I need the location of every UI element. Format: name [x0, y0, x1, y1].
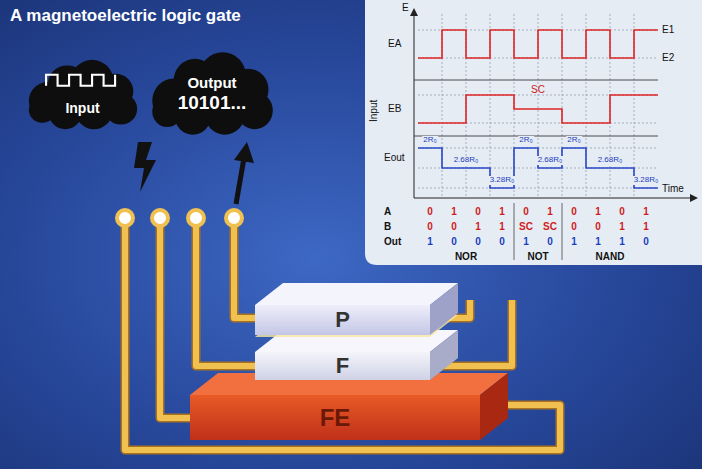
node-label: FE — [320, 404, 351, 432]
output-cloud: Output10101... — [148, 50, 276, 138]
wires — [125, 227, 560, 450]
chart-label: 1 — [619, 221, 625, 232]
chart-label: 1 — [451, 206, 457, 217]
cloud-shape — [152, 96, 182, 127]
timing-chart — [410, 8, 698, 260]
chart-label: NOR — [455, 251, 477, 262]
chart-label: 0 — [427, 221, 433, 232]
chart-stroke — [414, 198, 692, 199]
chart-label: 0 — [475, 206, 481, 217]
chart-stroke — [690, 194, 698, 202]
chart-label: 1 — [595, 206, 601, 217]
ferroelectric-slab — [190, 373, 508, 440]
chart-label: 2R₀ — [518, 136, 534, 145]
chart-panel — [365, 0, 702, 265]
chart-label: EB — [388, 103, 401, 114]
chart-label: E — [402, 2, 409, 13]
chart-label: NOT — [527, 251, 548, 262]
chart-label: 1 — [643, 221, 649, 232]
chart-label: 2R₀ — [422, 136, 438, 145]
chart-label: 1 — [523, 236, 529, 247]
chart-label: Time — [662, 183, 684, 194]
output-arrow — [234, 142, 254, 204]
layer-f: F — [255, 352, 430, 380]
chart-label: 1 — [475, 221, 481, 232]
chart-label: 0 — [547, 236, 553, 247]
chart-label: 0 — [595, 221, 601, 232]
cloud-shape — [60, 75, 106, 119]
terminals — [117, 210, 242, 226]
node-label: P — [335, 307, 350, 332]
chart-stroke — [418, 95, 658, 123]
chart-label: 3.28R₀ — [489, 176, 516, 185]
chart-label: 2.68R₀ — [453, 156, 480, 165]
chart-label: B — [384, 221, 391, 232]
ferromagnet-slab — [255, 330, 458, 380]
square-wave — [46, 75, 115, 86]
chart-label: 1 — [547, 206, 553, 217]
title: A magnetoelectric logic gate — [10, 6, 241, 26]
chart-stroke — [414, 80, 658, 81]
chart-label: A — [384, 206, 391, 217]
chart-label: E1 — [662, 24, 674, 35]
chart-label: SC — [543, 221, 557, 232]
chart-label: 0 — [451, 221, 457, 232]
node-label: Input — [65, 100, 99, 116]
chart-label: 1 — [619, 236, 625, 247]
chart-label: 1 — [643, 206, 649, 217]
chart-label: Input — [368, 100, 379, 122]
chart-label: Out — [384, 236, 401, 247]
chart-label: NAND — [596, 251, 625, 262]
chart-label: 0 — [451, 236, 457, 247]
chart-stroke — [410, 8, 418, 16]
chart-label: SC — [519, 221, 533, 232]
node-label: Output — [187, 74, 236, 91]
chart-label: 2.68R₀ — [537, 156, 564, 165]
chart-stroke — [414, 14, 415, 198]
chart-label: 2R₀ — [566, 136, 582, 145]
chart-stroke — [418, 30, 658, 58]
chart-label: 3.28R₀ — [633, 176, 660, 185]
node-label: F — [336, 353, 349, 378]
chart-label: 0 — [499, 236, 505, 247]
chart-stroke — [514, 203, 515, 260]
chart-label: 0 — [523, 206, 529, 217]
chart-label: EA — [388, 38, 401, 49]
chart-stroke — [562, 203, 563, 260]
chart-label: 0 — [475, 236, 481, 247]
cloud-shape — [29, 97, 56, 123]
chart-label: 1 — [427, 236, 433, 247]
chart-label: SC — [531, 84, 545, 95]
chart-label: 1 — [571, 236, 577, 247]
chart-label: 1 — [595, 236, 601, 247]
chart-stroke — [418, 148, 658, 188]
chart-label: E2 — [662, 52, 674, 63]
chart-label: 1 — [499, 221, 505, 232]
chart-label: 0 — [643, 236, 649, 247]
chart-label: 1 — [499, 206, 505, 217]
node-label: 10101... — [178, 92, 247, 114]
chart-label: 0 — [571, 206, 577, 217]
layer-p: P — [255, 305, 430, 335]
cloud-shape — [25, 58, 140, 132]
chart-label: Eout — [384, 152, 405, 163]
input-cloud: Input — [25, 58, 140, 132]
layer-fe: FE — [190, 395, 480, 440]
pinned-layer-slab — [255, 283, 458, 335]
chart-stroke — [414, 136, 658, 137]
lightning-symbol — [134, 142, 156, 192]
chart-label: 0 — [571, 221, 577, 232]
chart-label: 0 — [619, 206, 625, 217]
chart-label: 2.68R₀ — [597, 156, 624, 165]
chart-label: 0 — [427, 206, 433, 217]
